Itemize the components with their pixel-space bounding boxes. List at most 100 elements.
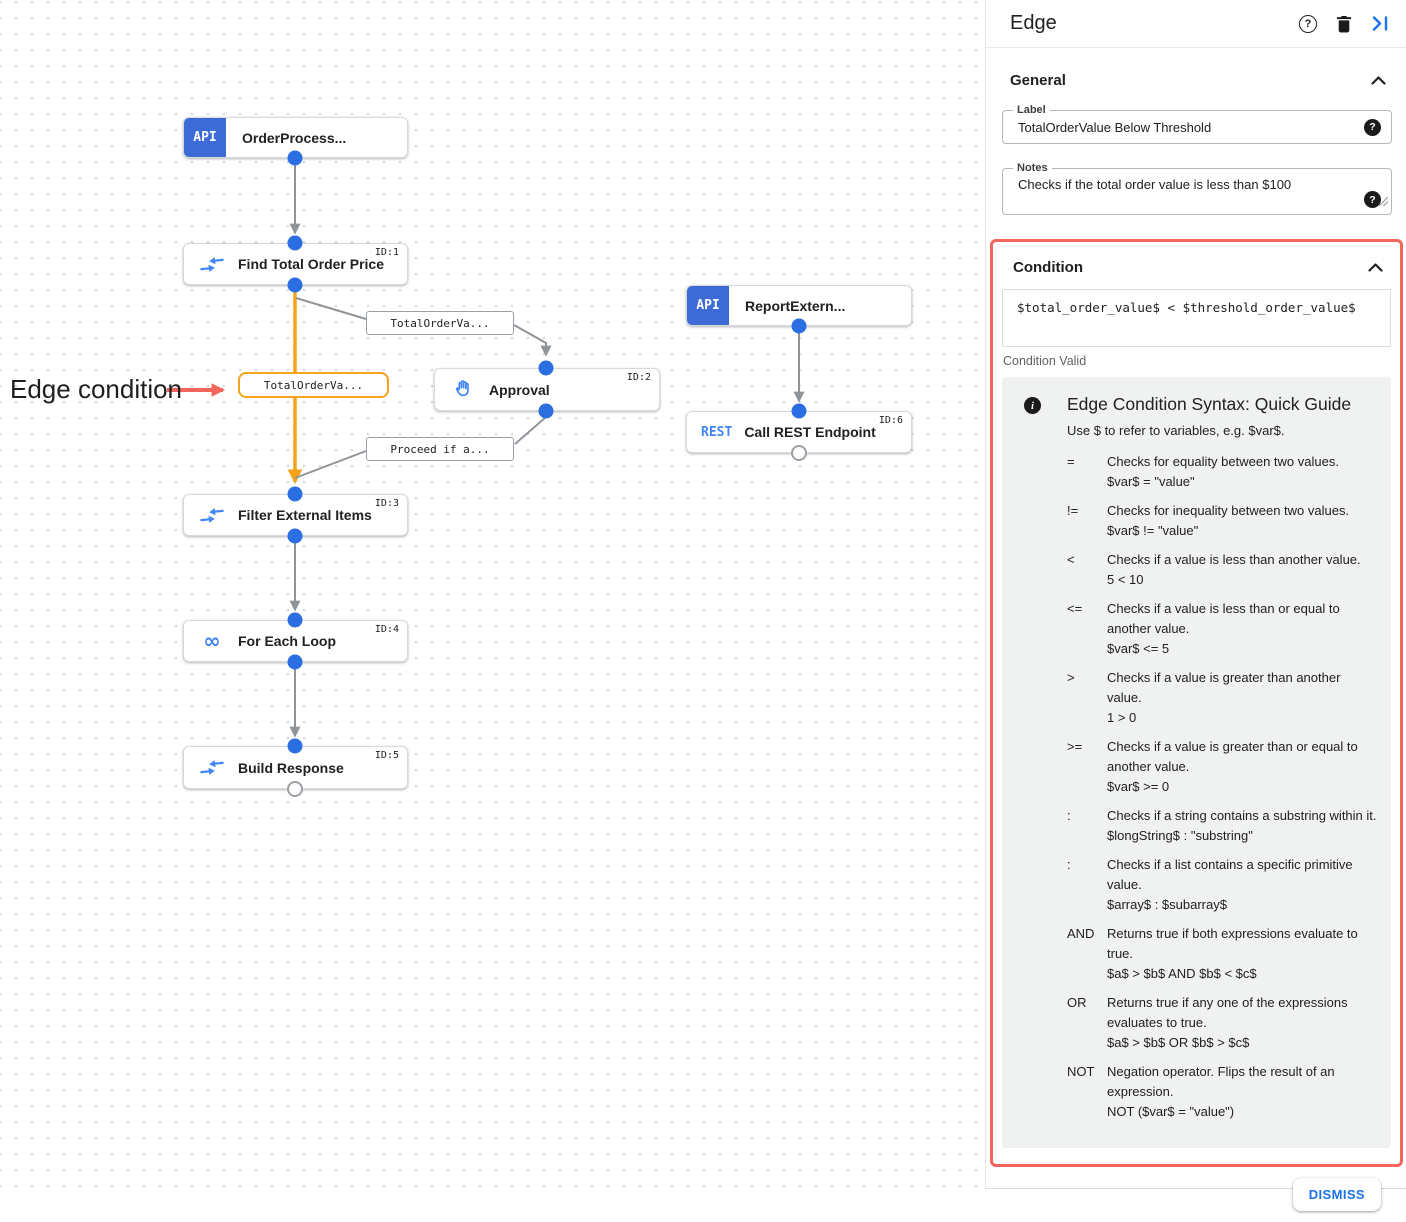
guide-desc: Checks if a string contains a substring …: [1107, 808, 1377, 823]
guide-rows: = Checks for equality between two values…: [1067, 452, 1377, 1122]
section-condition: Condition: [993, 242, 1400, 276]
syntax-guide-box: i Edge Condition Syntax: Quick Guide Use…: [1002, 377, 1391, 1148]
collapse-general-icon[interactable]: [1371, 76, 1386, 85]
guide-desc: Checks if a list contains a specific pri…: [1107, 857, 1353, 892]
api-trigger-icon: API: [687, 286, 729, 325]
notes-help-icon[interactable]: ?: [1364, 191, 1381, 208]
guide-example: $array$ : $subarray$: [1107, 897, 1227, 912]
guide-desc: Checks if a value is greater than or equ…: [1107, 739, 1358, 774]
guide-row: : Checks if a list contains a specific p…: [1067, 855, 1377, 915]
node-order-process-trigger[interactable]: API OrderProcess...: [183, 117, 408, 158]
guide-row: OR Returns true if any one of the expres…: [1067, 993, 1377, 1053]
approval-hand-icon: [451, 378, 475, 401]
edge-approval-to-label: [514, 416, 547, 445]
guide-row: : Checks if a string contains a substrin…: [1067, 806, 1377, 846]
edge-label-totalordervalue-approval[interactable]: TotalOrderVa...: [366, 311, 514, 335]
resize-handle-icon[interactable]: [1378, 193, 1389, 211]
condition-valid-status: Condition Valid: [1003, 354, 1087, 368]
general-heading: General: [1010, 72, 1066, 89]
guide-example: $var$ = "value": [1107, 474, 1195, 489]
guide-desc: Negation operator. Flips the result of a…: [1107, 1064, 1335, 1099]
guide-example: NOT ($var$ = "value"): [1107, 1104, 1235, 1119]
guide-operator: :: [1067, 857, 1071, 872]
node-id: ID:6: [878, 415, 903, 426]
guide-example: $a$ > $b$ OR $b$ > $c$: [1107, 1035, 1250, 1050]
infinity-loop-icon: ∞: [203, 629, 221, 653]
guide-row: AND Returns true if both expressions eva…: [1067, 924, 1377, 984]
guide-operator: >=: [1067, 739, 1083, 754]
label-field: Label ?: [1002, 104, 1392, 144]
guide-example: $longString$ : "substring": [1107, 828, 1253, 843]
edge-label-to-main: [294, 450, 367, 479]
label-help-icon[interactable]: ?: [1364, 118, 1381, 136]
label-input[interactable]: [1018, 119, 1364, 135]
guide-example: $var$ >= 0: [1107, 779, 1170, 794]
node-title: Filter External Items: [238, 507, 372, 523]
guide-desc: Checks if a value is greater than anothe…: [1107, 670, 1341, 705]
node-find-total-order-price[interactable]: Find Total Order Price ID:1: [183, 243, 408, 285]
condition-expression-input[interactable]: $total_order_value$ < $threshold_order_v…: [1002, 289, 1391, 347]
guide-intro: Use $ to refer to variables, e.g. $var$.: [1067, 423, 1285, 438]
guide-desc: Checks for inequality between two values…: [1107, 503, 1350, 518]
rest-icon: REST: [701, 424, 733, 440]
guide-operator: <=: [1067, 601, 1083, 616]
node-call-rest-endpoint[interactable]: REST Call REST Endpoint ID:6: [686, 411, 912, 453]
node-filter-external-items[interactable]: Filter External Items ID:3: [183, 494, 408, 536]
guide-desc: Returns true if any one of the expressio…: [1107, 995, 1348, 1030]
dismiss-button[interactable]: DISMISS: [1292, 1178, 1381, 1211]
help-icon[interactable]: ?: [1299, 14, 1317, 33]
guide-row: >= Checks if a value is greater than or …: [1067, 737, 1377, 797]
condition-section-highlighted: Condition $total_order_value$ < $thresho…: [990, 239, 1403, 1167]
guide-row: = Checks for equality between two values…: [1067, 452, 1377, 492]
node-title: Find Total Order Price: [238, 256, 384, 272]
api-trigger-icon: API: [184, 118, 226, 157]
guide-example: 5 < 10: [1107, 572, 1144, 587]
edge-config-panel: Edge ? General Label ?: [986, 0, 1406, 1211]
guide-example: $a$ > $b$ AND $b$ < $c$: [1107, 966, 1257, 981]
node-title: Approval: [489, 381, 550, 398]
collapse-condition-icon[interactable]: [1368, 263, 1383, 272]
node-report-external[interactable]: API ReportExtern...: [686, 285, 912, 326]
node-title: ReportExtern...: [745, 297, 846, 314]
node-title: Build Response: [238, 759, 344, 776]
panel-footer: DISMISS: [986, 1178, 1406, 1222]
guide-operator: :: [1067, 808, 1071, 823]
edges-layer: [287, 165, 805, 738]
info-icon: i: [1024, 397, 1041, 414]
guide-row: NOT Negation operator. Flips the result …: [1067, 1062, 1377, 1122]
notes-field-label: Notes: [1013, 162, 1052, 174]
node-title: Call REST Endpoint: [744, 424, 876, 440]
node-title: For Each Loop: [238, 633, 336, 649]
node-id: ID:4: [374, 624, 399, 635]
flow-canvas[interactable]: API OrderProcess... Find Total Order Pri…: [0, 0, 986, 1189]
guide-operator: =: [1067, 454, 1075, 469]
delete-edge-icon[interactable]: [1336, 15, 1352, 33]
edge-label-to-approval: [513, 324, 552, 357]
annotation-edge-condition: Edge condition: [10, 374, 183, 404]
collapse-panel-icon[interactable]: [1371, 16, 1390, 31]
guide-row: != Checks for inequality between two val…: [1067, 501, 1377, 541]
node-title: OrderProcess...: [242, 129, 347, 146]
node-build-response[interactable]: Build Response ID:5: [183, 746, 408, 789]
edge-findtotal-to-label: [295, 297, 367, 320]
node-approval[interactable]: Approval ID:2: [434, 368, 660, 411]
edge-label-proceed-if[interactable]: Proceed if a...: [366, 437, 514, 461]
guide-desc: Checks if a value is less than or equal …: [1107, 601, 1340, 636]
ports-layer: [167, 150, 807, 797]
data-mapping-icon: [200, 256, 224, 272]
guide-operator: OR: [1067, 995, 1087, 1010]
notes-input[interactable]: Checks if the total order value is less …: [1018, 177, 1364, 207]
condition-heading: Condition: [1013, 259, 1083, 276]
guide-operator: >: [1067, 670, 1075, 685]
edge-label-totalordervalue-selected[interactable]: TotalOrderVa...: [238, 372, 389, 398]
panel-header: Edge ?: [986, 0, 1406, 48]
guide-row: <= Checks if a value is less than or equ…: [1067, 599, 1377, 659]
guide-desc: Returns true if both expressions evaluat…: [1107, 926, 1358, 961]
guide-operator: NOT: [1067, 1064, 1095, 1079]
node-id: ID:5: [374, 750, 399, 761]
guide-desc: Checks for equality between two values.: [1107, 454, 1339, 469]
guide-operator: <: [1067, 552, 1075, 567]
notes-field: Notes Checks if the total order value is…: [1002, 162, 1392, 215]
node-for-each-loop[interactable]: ∞ For Each Loop ID:4: [183, 620, 408, 662]
guide-operator: !=: [1067, 503, 1079, 518]
